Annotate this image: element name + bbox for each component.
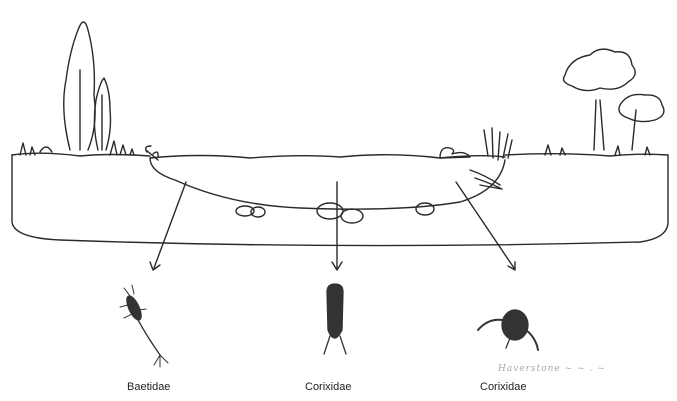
arrow-icon — [332, 182, 342, 270]
baetidae-organism — [120, 285, 168, 367]
reeds-icon — [470, 128, 512, 189]
handwritten-signature: Haverstone ~ ~ . ~ — [498, 364, 606, 374]
label-corixidae-2: Corixidae — [480, 381, 526, 393]
pond-basin — [150, 158, 505, 209]
ground-section — [12, 155, 668, 246]
right-bank-surface — [505, 154, 668, 156]
corixidae-organism-2 — [478, 310, 538, 350]
tree-icon — [564, 49, 664, 150]
label-baetidae: Baetidae — [127, 381, 170, 393]
arrow-icon — [456, 182, 515, 270]
label-corixidae: Corixidae — [305, 381, 351, 393]
stone-icon — [236, 203, 434, 223]
tree-icon — [64, 22, 111, 150]
left-bank-surface — [12, 153, 150, 156]
arrow-icon — [150, 182, 186, 270]
grass-right — [545, 145, 650, 155]
corixidae-organism — [324, 284, 346, 354]
